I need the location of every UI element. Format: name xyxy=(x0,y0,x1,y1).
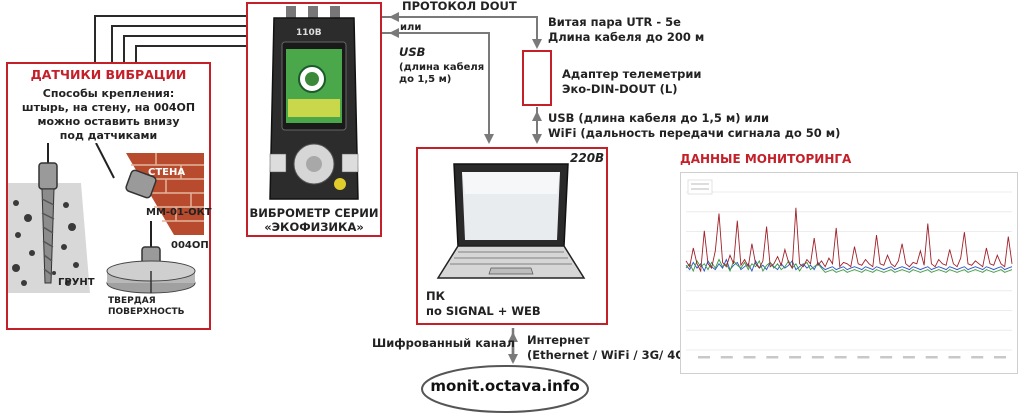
adapter-label-1: Адаптер телеметрии xyxy=(562,67,702,81)
spike-sensor-icon xyxy=(38,162,58,190)
chart-x-tick xyxy=(925,356,938,359)
adapter-box xyxy=(522,50,552,106)
protocol-label: ПРОТОКОЛ DOUT xyxy=(402,0,517,13)
chart-x-tick xyxy=(743,356,756,359)
ground-label: ГРУНТ xyxy=(58,277,95,288)
chart-x-ticks xyxy=(698,356,1006,359)
chart-x-tick xyxy=(948,356,961,359)
base-plate-icon xyxy=(106,260,196,294)
mount-text-1: Способы крепления: xyxy=(42,87,175,100)
sensor-cable-3 xyxy=(123,35,248,62)
chart-x-tick xyxy=(994,356,1006,359)
surface-label-1: ТВЕРДАЯ xyxy=(108,296,156,306)
usb-wifi-1: USB (длина кабеля до 1,5 м) или xyxy=(548,111,770,125)
usb-arrow xyxy=(381,32,494,144)
surface-label-2: ПОВЕРХНОСТЬ xyxy=(108,307,185,317)
pc-box xyxy=(416,147,608,325)
vibrometer-icon xyxy=(269,6,359,200)
chart-x-tick xyxy=(789,356,802,359)
chart-series-line-1 xyxy=(685,207,1013,273)
pc-voltage: 220В xyxy=(570,151,605,165)
ground-texture xyxy=(12,200,79,286)
mount-text-4: под датчиками xyxy=(59,129,158,142)
sensor-cable-1 xyxy=(94,15,248,62)
wall-sensor-icon xyxy=(125,169,157,199)
chart-x-tick xyxy=(811,356,824,359)
mount-text-3: можно оставить внизу xyxy=(37,115,180,128)
chart-x-tick xyxy=(880,356,893,359)
chart-series-line-2 xyxy=(685,258,1013,273)
sensors-box xyxy=(6,62,211,330)
usb-cable-2: до 1,5 м) xyxy=(399,74,452,85)
server-address: monit.octava.info xyxy=(430,377,580,395)
wall-label: СТЕНА xyxy=(148,167,186,178)
laptop-icon xyxy=(436,163,586,279)
mount-text-2: штырь, на стену, на 004ОП xyxy=(21,101,196,114)
twisted-pair-1: Витая пара UTR - 5е xyxy=(548,15,681,29)
usb-wifi-2: WiFi (дальность передачи сигнала до 50 м… xyxy=(548,126,841,140)
usb-cable-1: (длина кабеля xyxy=(399,62,485,73)
pc-label-1: ПК xyxy=(426,289,446,303)
device-box xyxy=(246,2,382,237)
monitoring-chart xyxy=(680,172,1018,374)
chart-series-line-3 xyxy=(685,258,1013,273)
sensors-illustration xyxy=(8,143,204,294)
chart-x-tick xyxy=(971,356,984,359)
chart-legend xyxy=(687,179,713,195)
chart-x-tick xyxy=(698,356,710,359)
server-cloud xyxy=(421,365,589,413)
internet-label-2: (Ethernet / WiFi / 3G/ 4G) xyxy=(527,348,690,362)
sensor-cable-4 xyxy=(135,45,248,62)
device-screen-model: 110В xyxy=(296,28,322,38)
encrypted-channel: Шифрованный канал xyxy=(372,336,515,350)
base-model-label: 004ОП xyxy=(171,240,209,251)
chart-x-tick xyxy=(857,356,870,359)
chart-series-group xyxy=(685,207,1013,273)
chart-x-tick xyxy=(720,356,733,359)
chart-x-tick xyxy=(766,356,779,359)
twisted-pair-2: Длина кабеля до 200 м xyxy=(548,30,705,44)
device-label-1: ВИБРОМЕТР СЕРИИ xyxy=(249,206,379,220)
device-label-2: «ЭКОФИЗИКА» xyxy=(264,220,364,234)
chart-x-tick xyxy=(902,356,915,359)
internet-label-1: Интернет xyxy=(527,333,590,347)
sensor-cable-2 xyxy=(111,25,248,62)
sensor-model-label: ММ-01-ОКТ xyxy=(146,207,212,218)
pc-label-2: по SIGNAL + WEB xyxy=(426,304,541,318)
monitoring-title: ДАННЫЕ МОНИТОРИНГА xyxy=(680,152,852,166)
chart-grid xyxy=(686,191,1012,351)
usb-label: USB xyxy=(399,45,426,59)
sensors-title: ДАТЧИКИ ВИБРАЦИИ xyxy=(30,67,187,82)
adapter-label-2: Эко-DIN-DOUT (L) xyxy=(562,82,678,96)
chart-x-tick xyxy=(834,356,847,359)
chart-frame xyxy=(680,172,1018,374)
or-label: или xyxy=(400,22,422,33)
